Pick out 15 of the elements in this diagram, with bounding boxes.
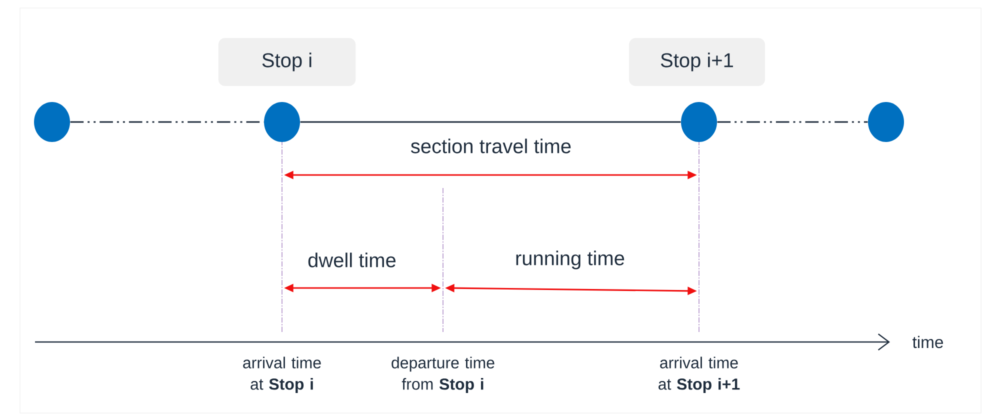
stop-dot — [264, 102, 300, 142]
stop-label-box: Stop i+1 — [629, 38, 765, 86]
connector-line — [717, 121, 868, 123]
tick-label: arrival time at Stop i — [243, 356, 321, 393]
time-span-label: running time — [516, 250, 624, 270]
time-span-label: section travel time — [410, 138, 571, 154]
stop-label-box: Stop i — [218, 38, 356, 86]
time-span-label: dwell time — [308, 252, 396, 268]
axis-label: time — [912, 336, 943, 348]
tick-label: arrival time at Stop i+1 — [658, 356, 740, 393]
stop-dot — [34, 102, 70, 142]
tick-label: departure time from Stop i — [392, 356, 494, 393]
stop-dot — [868, 102, 904, 142]
connector-line — [300, 121, 681, 123]
stop-dot — [681, 102, 717, 142]
